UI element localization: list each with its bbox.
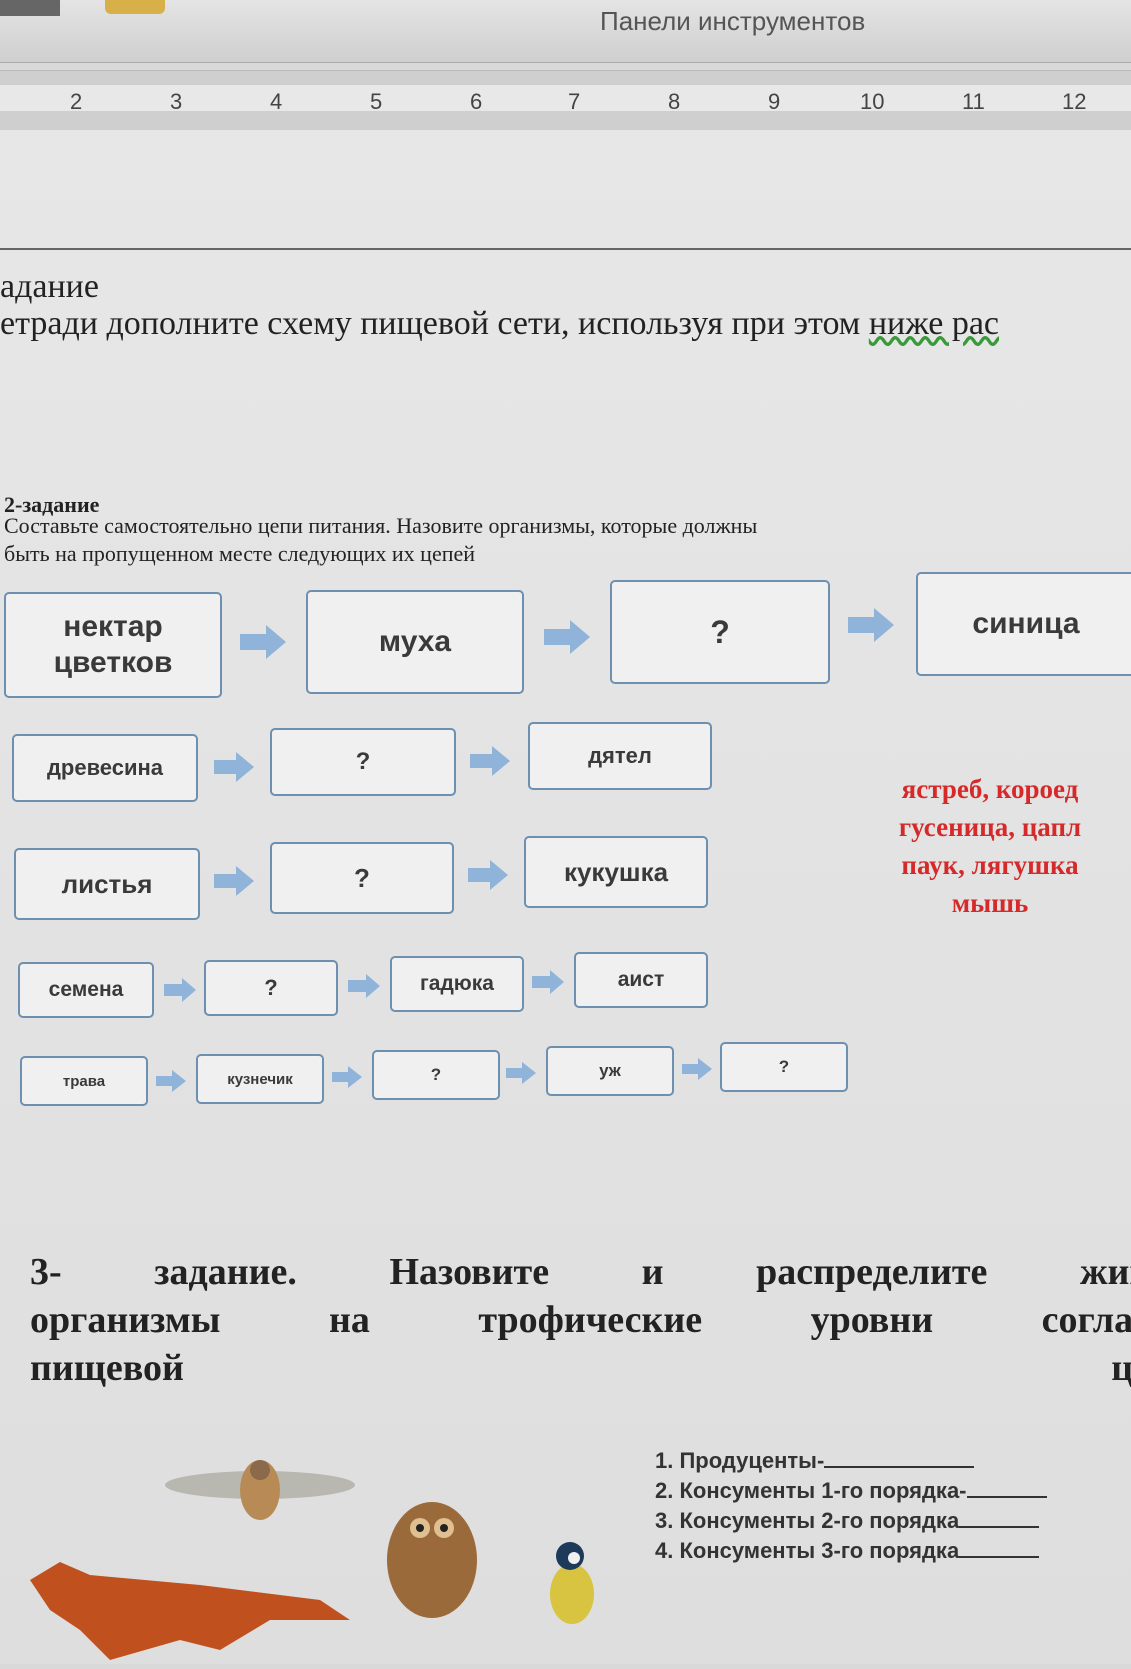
ruler[interactable]: 2 3 4 5 6 7 8 9 10 11 12	[0, 70, 1131, 132]
fox-image	[20, 1540, 360, 1669]
answer-blank[interactable]	[824, 1448, 975, 1468]
task3-text: 3- задание. Назовите и распределите жив …	[30, 1248, 1131, 1392]
answer-blank[interactable]	[959, 1508, 1040, 1528]
chain1-box-3: ?	[610, 580, 830, 684]
chain5-box-1: трава	[20, 1056, 148, 1106]
arrow-icon	[470, 746, 510, 776]
task3-word: трофические	[478, 1299, 703, 1341]
answer-blank[interactable]	[966, 1478, 1047, 1498]
arrow-icon	[214, 752, 254, 782]
ruler-number: 9	[768, 89, 781, 114]
chain1-box-4: синица	[916, 572, 1131, 676]
ruler-number: 3	[170, 89, 183, 114]
toolbar-yellow-button[interactable]	[105, 0, 165, 14]
chain5-box-5: ?	[720, 1042, 848, 1092]
page-separator	[0, 248, 1131, 250]
ruler-number: 6	[470, 89, 483, 114]
task3-row: пищевой це	[30, 1344, 1131, 1392]
task2-text: Составьте самостоятельно цепи питания. Н…	[4, 512, 757, 568]
ruler-number: 11	[962, 89, 985, 114]
trophic-levels-list: 1. Продуценты- 2. Консументы 1-го порядк…	[655, 1446, 1047, 1566]
arrow-icon	[506, 1062, 536, 1084]
task1-text: етради дополните схему пищевой сети, исп…	[0, 305, 999, 343]
word-bank-line: паук, лягушка	[901, 850, 1079, 880]
task3-word: задание.	[154, 1251, 297, 1293]
chain5-box-3: ?	[372, 1050, 500, 1100]
list-item: 1. Продуценты-	[655, 1446, 1047, 1476]
task3-word: 3-	[30, 1251, 62, 1293]
task3-word: распределите	[756, 1251, 988, 1293]
chain1-box-1: нектар цветков	[4, 592, 222, 698]
task3-word: пищевой	[30, 1347, 184, 1389]
list-item-label: 4. Консументы 3-го порядка	[655, 1538, 960, 1563]
arrow-icon	[156, 1070, 186, 1092]
task2-line1: Составьте самостоятельно цепи питания. Н…	[4, 513, 758, 538]
ruler-number: 12	[1062, 89, 1087, 114]
ruler-band	[0, 85, 1131, 111]
task3-word: соглас	[1041, 1299, 1131, 1341]
list-item: 4. Консументы 3-го порядка	[655, 1536, 1047, 1566]
chain4-box-3: гадюка	[390, 956, 524, 1012]
arrow-icon	[240, 625, 286, 659]
task3-row: организмы на трофические уровни соглас	[30, 1296, 1131, 1344]
ruler-number: 4	[270, 89, 283, 114]
word-bank-line: мышь	[951, 888, 1029, 918]
arrow-icon	[848, 608, 894, 642]
arrow-icon	[532, 970, 564, 994]
chain3-box-3: кукушка	[524, 836, 708, 908]
list-item: 2. Консументы 1-го порядка-	[655, 1476, 1047, 1506]
task3-word: жив	[1079, 1251, 1131, 1293]
answer-blank[interactable]	[959, 1538, 1040, 1558]
word-bank-line: ястреб, короед	[901, 774, 1079, 804]
chain4-box-2: ?	[204, 960, 338, 1016]
list-item-label: 3. Консументы 2-го порядка	[655, 1508, 960, 1533]
task3-word: це	[1111, 1347, 1131, 1389]
arrow-icon	[544, 620, 590, 654]
task3-row: 3- задание. Назовите и распределите жив	[30, 1248, 1131, 1296]
chain1-box-2: муха	[306, 590, 524, 694]
arrow-icon	[332, 1066, 362, 1088]
arrow-icon	[682, 1058, 712, 1080]
task3-word: уровни	[810, 1299, 934, 1341]
titmouse-image	[530, 1534, 620, 1639]
task3-word: и	[641, 1251, 664, 1293]
chain4-box-1: семена	[18, 962, 154, 1018]
toolbar-title: Панели инструментов	[600, 6, 866, 36]
arrow-icon	[214, 866, 254, 896]
task1-text-underlined: ниже рас	[868, 305, 1000, 342]
ruler-number: 7	[568, 89, 581, 114]
arrow-icon	[468, 860, 508, 890]
ruler-number: 5	[370, 89, 383, 114]
task3-word: организмы	[30, 1299, 221, 1341]
task2-title: 2-задание	[4, 492, 100, 517]
task2-line2: быть на пропущенном месте следующих их ц…	[4, 541, 476, 566]
task3-word: Назовите	[389, 1251, 550, 1293]
chain2-box-2: ?	[270, 728, 456, 796]
list-item: 3. Консументы 2-го порядка	[655, 1506, 1047, 1536]
list-item-label: 2. Консументы 1-го порядка-	[655, 1478, 967, 1503]
list-item-label: 1. Продуценты-	[655, 1448, 825, 1473]
task3-word: на	[328, 1299, 370, 1341]
word-bank-line: гусеница, цапл	[898, 812, 1082, 842]
arrow-icon	[348, 974, 380, 998]
word-bank: ястреб, короед гусеница, цапл паук, лягу…	[840, 770, 1131, 922]
toolbar-dark-button[interactable]	[0, 0, 60, 16]
ruler-number: 2	[70, 89, 83, 114]
arrow-icon	[164, 978, 196, 1002]
chain4-box-4: аист	[574, 952, 708, 1008]
chain3-box-1: листья	[14, 848, 200, 920]
owl-image	[372, 1480, 502, 1625]
task1-text-main: етради дополните схему пищевой сети, исп…	[0, 305, 869, 342]
toolbar: Панели инструментов	[0, 0, 1131, 63]
ruler-number: 8	[668, 89, 681, 114]
task1-title: адание	[0, 268, 99, 305]
chain5-box-4: уж	[546, 1046, 674, 1096]
chain2-box-1: древесина	[12, 734, 198, 802]
chain3-box-2: ?	[270, 842, 454, 914]
chain5-box-2: кузнечик	[196, 1054, 324, 1104]
chain2-box-3: дятел	[528, 722, 712, 790]
hawk-image	[160, 1440, 360, 1535]
ruler-number: 10	[860, 89, 885, 114]
